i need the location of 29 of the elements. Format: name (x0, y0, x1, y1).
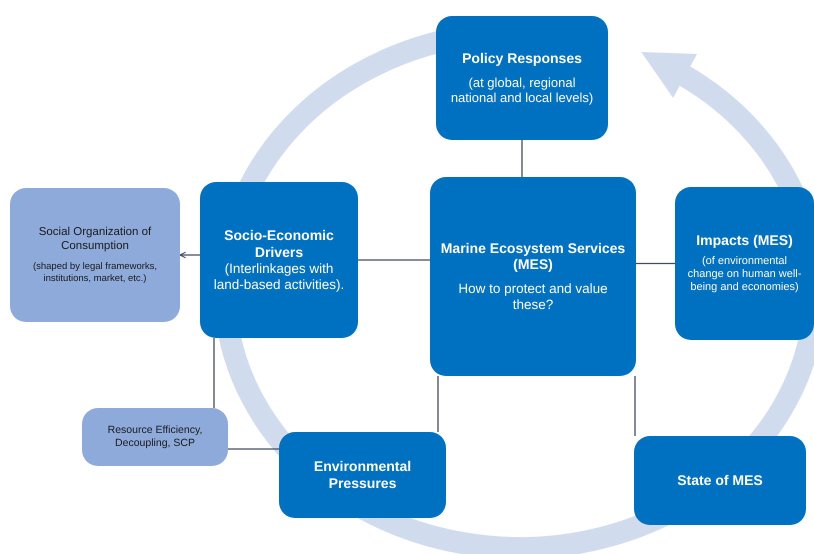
box-title: Marine Ecosystem Services (MES) (440, 240, 626, 274)
connector-line (213, 338, 215, 408)
box-description: How to protect and value these? (457, 281, 609, 314)
connector-line (228, 448, 279, 450)
connector-line (358, 259, 430, 261)
box-title: Social Organization of Consumption (38, 226, 152, 254)
process-box (430, 177, 636, 376)
box-description: (at global, regional national and local levels) (450, 74, 594, 106)
box-description: (of environmental change on human well-being and economies) (686, 255, 802, 295)
process-box (200, 182, 358, 338)
connector-line (634, 376, 636, 436)
box-title: Policy Responses (462, 50, 582, 67)
process-box (436, 16, 608, 140)
process-box (279, 432, 446, 518)
box-title: Socio-Economic Drivers (223, 227, 335, 261)
note-box (10, 188, 180, 322)
process-box (675, 187, 814, 340)
box-title: State of MES (677, 472, 763, 489)
process-box (634, 436, 806, 525)
connector-line (437, 376, 439, 432)
box-title: Impacts (MES) (696, 232, 793, 250)
connector-line (636, 262, 675, 264)
box-description: (Interlinkages with land-based activities). (212, 260, 346, 293)
box-title: Environmental Pressures (312, 458, 412, 492)
box-description: (shaped by legal frameworks, institutions, market, etc.) (32, 261, 158, 284)
box-title: Resource Efficiency, Decoupling, SCP (106, 424, 204, 450)
connector-line (521, 140, 523, 177)
arrow (179, 252, 200, 258)
note-box (82, 408, 228, 466)
